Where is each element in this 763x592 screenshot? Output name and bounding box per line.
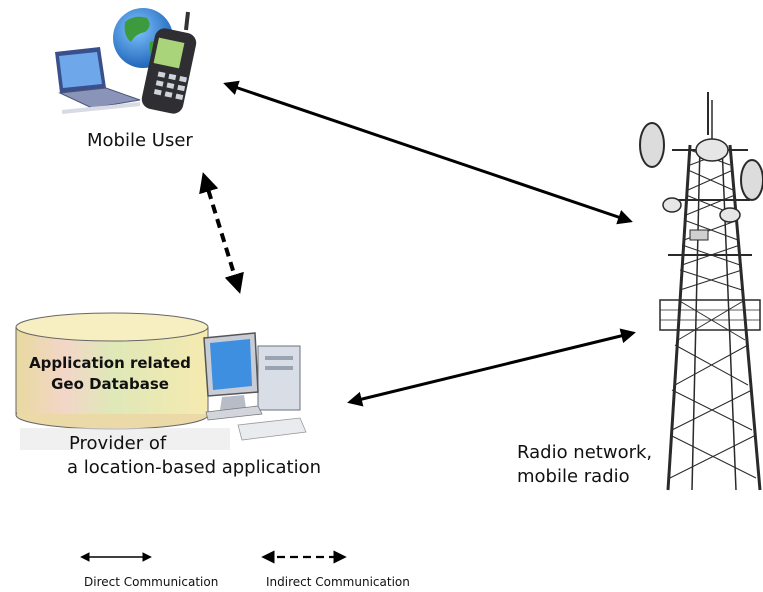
provider-label: Provider of a location-based application xyxy=(67,432,322,480)
database-label-line2: Geo Database xyxy=(51,375,169,393)
radio-network-label: Radio network, mobile radio xyxy=(517,441,652,489)
provider-label-line1: Provider of xyxy=(69,433,167,454)
edge-provider-radio xyxy=(347,328,636,407)
mobile-phone-icon xyxy=(141,11,197,114)
provider-label-line2: a location-based application xyxy=(67,457,322,478)
edge-user-radio xyxy=(223,80,633,225)
radio-label-line1: Radio network, xyxy=(517,442,653,463)
radio-tower-icon xyxy=(639,92,763,491)
laptop-icon xyxy=(55,47,141,114)
radio-label-line2: mobile radio xyxy=(517,466,630,487)
mobile-user-label: Mobile User xyxy=(87,130,193,151)
desktop-computer-icon xyxy=(20,332,307,450)
edge-user-provider-dashed xyxy=(199,172,244,294)
legend-direct-label: Direct Communication xyxy=(84,575,219,589)
geo-database-label: Application related Geo Database xyxy=(20,353,200,395)
legend-indirect-label: Indirect Communication xyxy=(266,575,410,589)
database-icon xyxy=(15,312,209,430)
database-label-line1: Application related xyxy=(29,354,191,372)
